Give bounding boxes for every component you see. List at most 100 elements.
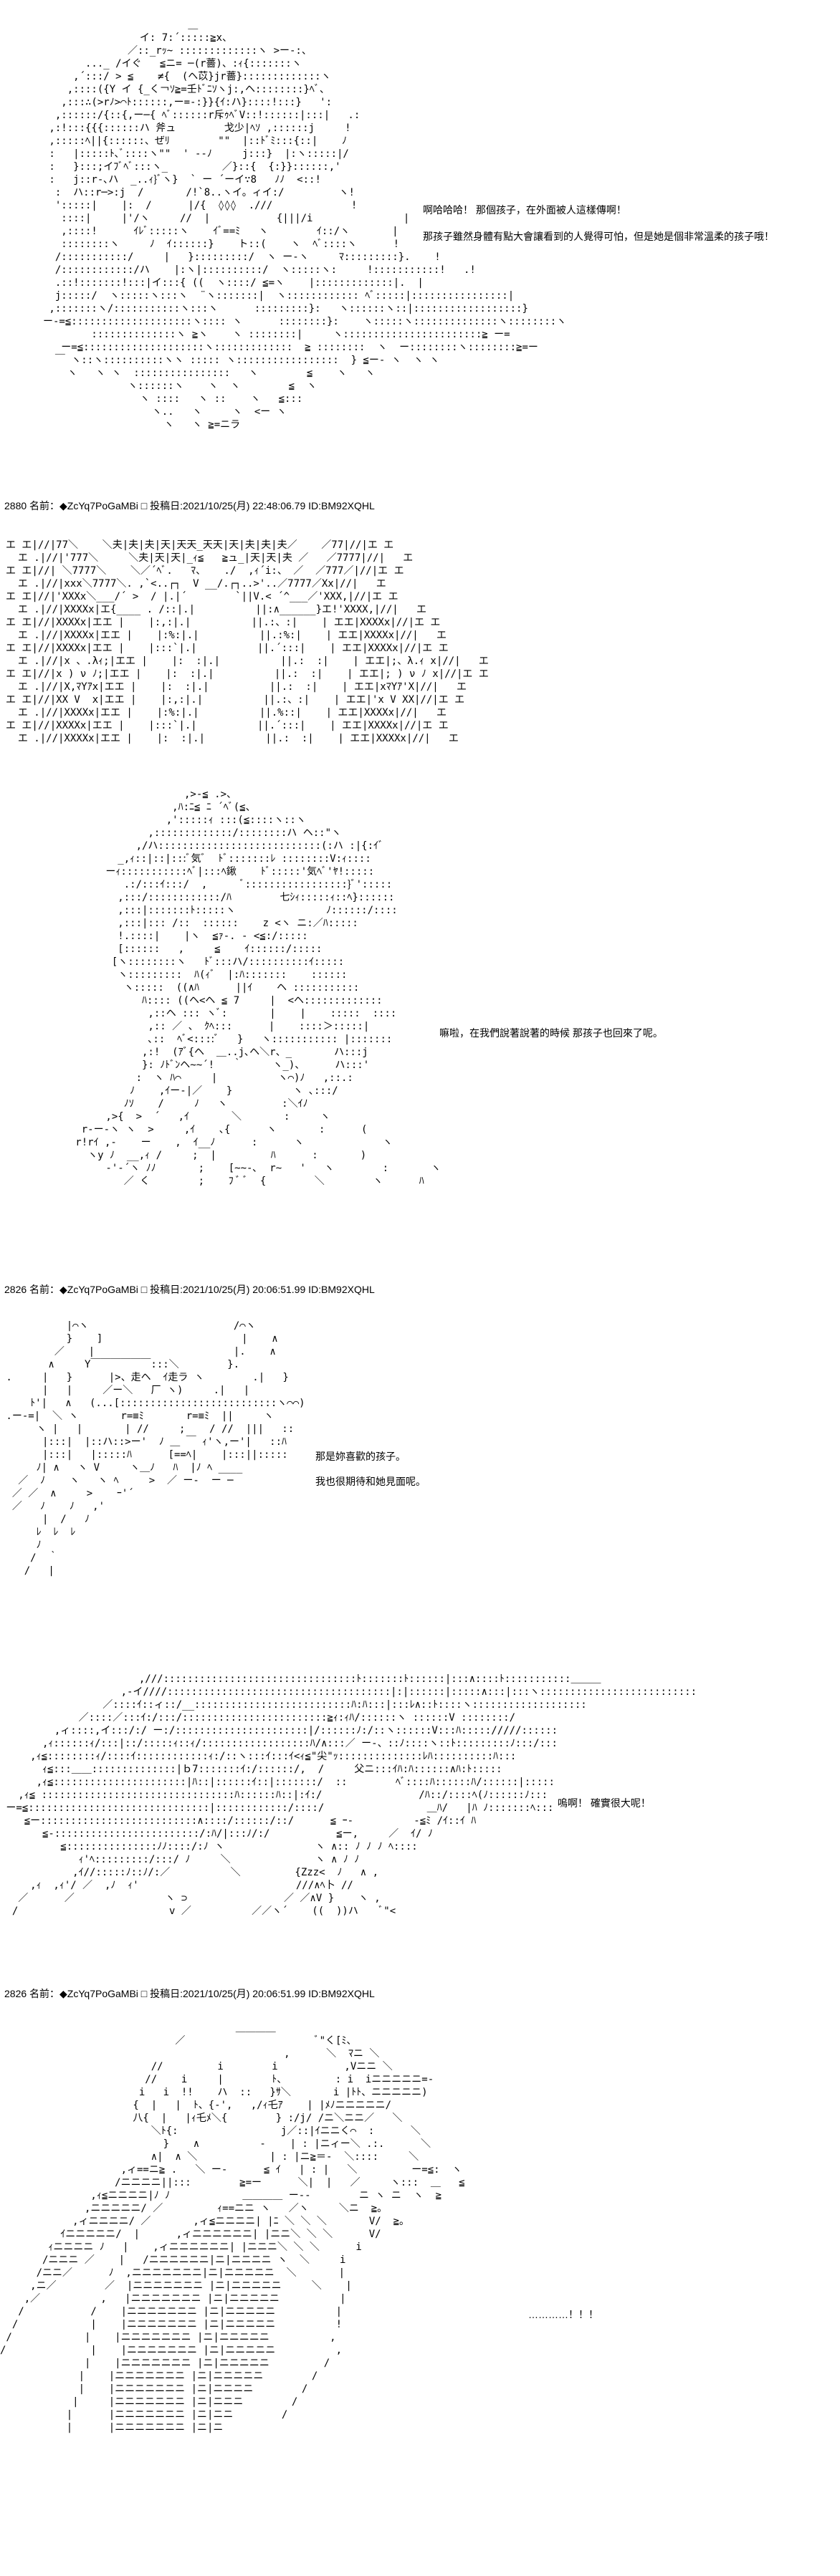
art-line: ヽ :::: ヽ :: ヽ ≦::: — [43, 393, 303, 405]
art-line: /ニニニ ／ | /ニニニニニニ|ニ|ニニニニ ヽ ＼ i — [0, 2254, 346, 2266]
ascii-art-large-character: ＿＿＿＿ ／ ﾞ"く[ﾐ、 , ＼ ﾏニ ＼ // i i ,Vニニ ＼ — [0, 2022, 465, 2434]
art-line: ,:::∴(>rﾉ>⌒ﾄ::::::,ー=-:}}{ｲ:ハ}::::!:::} … — [43, 97, 333, 108]
art-line: : ハ::r─>:j / /!`8..ヽイ。ィイ:/ ヽ! — [43, 187, 355, 198]
art-line: ,ニ／ ／ |ニニニニニニニ |ニ|ニニニニニ ＼ | — [0, 2280, 352, 2292]
art-line: i i !! ハ :: }ｻ＼ i |ﾄﾄ、ニニニニニ) — [0, 2087, 428, 2098]
art-line: | |ニニニニニニニ |ニ|ニニニ / — [0, 2396, 298, 2408]
art-line: : j::r-､ハ _..ｨ}ﾞヽ} ` ー ´ーイ∵8 ﾉﾉ <::! — [43, 174, 321, 186]
dialogue-line: 那是妳喜歡的孩子。 — [315, 1451, 406, 1462]
art-line: ＿ — [43, 19, 199, 31]
art-line: ／::::ｲ::ィ::/__::::::::::::::::::::::::::… — [0, 1699, 587, 1711]
art-line: 八{ | |ｨ乇ﾒ＼{ } :/j/ /ニ＼ニニ／ ＼ — [0, 2113, 403, 2124]
art-line: ￣ ヽ::ヽ::::::::::ヽヽ ::::: ヽ::::::::::::::… — [43, 355, 440, 366]
art-line: ｲニニニニニ/ | ,ィニニニニニニ| |ニニ＼ ＼ ＼ V/ — [0, 2229, 381, 2240]
dialogue-line: 啊哈哈哈！ 那個孩子，在外面被人這樣傳啊！ — [423, 204, 626, 216]
art-line: ー=≦::::::::::::::::::::::::::::::|::::::… — [0, 1802, 554, 1814]
art-line: ,::::! ｲﾚﾞ:::::ヽ ｲﾞ==ﾐ ヽ ｲ::/ヽ | — [43, 226, 398, 237]
ascii-art-character-laughing: ＿ イ: 7:´:::::≧x、 ／::_rｯ~ :::::::::::::ヽ … — [43, 19, 566, 431]
art-line: エ .|//|'777＼ ＼夫|天|天|_ｨ≦ ≧ュ_|天|天|夫 ／ ／777… — [6, 552, 414, 564]
art-line: .:/:::ｲ:::/ , ﾞ:::::::::::::::::}ﾞ'::::: — [57, 879, 393, 890]
art-line: エ エ|//|XXXXx|エエ | |:,:|.| ||.:、:| | エエ|X… — [6, 617, 441, 628]
art-line: [ヽ::::::::ヽ ﾄﾞ:::ハ/::::::::::ｲ::::: — [57, 956, 345, 968]
art-line: ≦-::::::::::::::::::::::::/:ﾊ/|:::ﾉ/:/ ≦… — [0, 1828, 433, 1840]
dialogue-line: 那孩子雖然身體有點大會讓看到的人覺得可怕，但是她是個非常溫柔的孩子哦！ — [423, 231, 774, 242]
art-line: ヽ::::::::: ﾊ(ｨﾞ |:ﾊ::::::: :::::: — [57, 969, 348, 981]
art-line: エ エ|//|XX V x|エエ | |:,:|.| ||.:、:| | エエ|… — [6, 694, 465, 706]
art-line: ∧ Y￣￣￣￣￣￣:::＼ }. — [0, 1359, 240, 1370]
post-header: 2826 名前：◆ZcYq7PoGaMBi □ 投稿日:2021/10/25(月… — [4, 1988, 375, 1999]
art-line: ＼ﾄ{: j／::|ｲニニく⌒ : ＼ — [0, 2125, 421, 2137]
art-line: / | |ニニニニニニニ |ニ|ニニニニニ ! — [0, 2319, 343, 2330]
art-line: ,ｲ//:::::ﾉ::ﾉ/:／ ＼ {Zzz< ﾉ ∧ , — [0, 1867, 379, 1878]
art-line: イ: 7:´:::::≧x、 — [43, 32, 233, 44]
art-line: ,:::/::::::::::::/ﾊ 七ｼｨ:::::ｨ::ﾍ}:::::: — [57, 892, 395, 903]
art-line: ｨニニニニ ﾉ | ,ィニニニニニニ| |ニニニ＼ ＼ ＼ i — [0, 2241, 362, 2253]
art-line: /ニニ／ ﾉ ,ニニニニニニニ|ニ|ニニニニニ ＼ | — [0, 2267, 345, 2279]
art-line: ,:::|::: /:: :::::: z <ヽ ニ:／ﾊ::::: — [57, 918, 358, 929]
art-line: } ∧ - | : |ニィー＼ .:. ＼ — [0, 2138, 431, 2150]
art-line: , ＼ ﾏニ ＼ — [0, 2048, 380, 2060]
art-line: ﾉ — [0, 1539, 42, 1551]
art-line: ー-=≦::::::::::::::::::::ヽ:::: ヽ ::::::::… — [43, 316, 567, 327]
art-line: | |ニニニニニニニ |ニ|ニ — [0, 2422, 224, 2433]
art-line: ーｨ:::::::::::ﾍﾞ|:::ﾍ鍬 ﾄﾞ:::::'気ﾍﾞ'ﾔ!::::… — [57, 866, 375, 878]
art-line: / ｀ — [0, 1552, 59, 1564]
art-line: ,:! (ｱﾞ{ヘ ＿..j､ヘ＼r、_ ハ:::j — [57, 1047, 368, 1058]
art-line: ヽy ﾉ __,ｨ / ; | ﾊ : ) — [57, 1150, 367, 1161]
dialogue-line: …………！！！ — [528, 2309, 598, 2320]
art-line: ／::::／:::ｲ:/:::/::::::::::::::::::::::::… — [0, 1712, 516, 1724]
art-line: ,:::::::::::::/::::::::ハ ヘ::"ヽ — [57, 827, 342, 839]
art-line: | | ／ー＼ 厂 ヽ) .| | — [0, 1385, 250, 1396]
art-line: ／ く ; ﾌ ﾞ ﾞ { ＼ ヽ ﾊ — [57, 1176, 424, 1187]
art-line: ,>‐≦ .>、 — [57, 789, 237, 800]
art-line: エ エ|//|77＼ ＼夫|夫|夫|天|天天_天天|天|夫|夫|夫／ ／77|/… — [6, 539, 394, 551]
art-line: ﾉ| ∧ ヽ V ヽ＿ﾉ ﾊ |ﾉ ﾍ ____ — [0, 1462, 243, 1474]
art-line: ｨ'ﾍ:::::::::/:::/ ﾉ ＼ ヽ ∧ ﾉ ﾉ — [0, 1854, 360, 1865]
art-line: |:::| |::ハ::>ー' ﾉ ＿ ￣ ｨ'ヽ,ー'| ::ﾊ — [0, 1436, 287, 1448]
art-line: ,:!:::{{{::::::ハ 斧ュ 戈少|ﾍｿ ,::::::j ! — [43, 122, 351, 134]
art-line: エ エ|//| ＼7777＼ ＼／´ﾍﾞ. ﾏ、 ./ ,ｨ´i:、 ／ ／77… — [6, 565, 404, 577]
art-line: ,／ , |ニニニニニニニ |ニ|ニニニニニ | — [0, 2293, 346, 2305]
art-line: -'-´ヽ ﾉﾉ ; [~~-､ r~ ' ヽ : ヽ — [57, 1163, 442, 1174]
art-line: ー=≦::::::::::::::::::::ヽ::::::::::::: ≧ … — [43, 342, 538, 353]
art-line: | |ニニニニニニニ |ニ|ニニニニニ / — [0, 2370, 318, 2382]
art-line: |⌒ヽ /⌒ヽ — [0, 1320, 256, 1332]
art-line: ,ｨ::::::ｨ/:::|::/:::::ｨ::ｨ/:::::::::::::… — [0, 1738, 558, 1749]
art-line: r-ー-ヽ ヽ > ,ｲ ､{ ヽ : ( — [57, 1124, 368, 1135]
art-line: [:::::: , ≦ ｲ::::::/::::: — [57, 943, 323, 955]
art-line: ,/ハ:::::::::::::::::::::::::::(:ハ :|{:ｲﾞ — [57, 840, 384, 852]
art-line: ∧| ∧ ＼ | : |ニ≧＝- ＼:::: ＼ — [0, 2151, 419, 2163]
art-line: ,>{ > ´ ,ｲ ＼ : ヽ — [57, 1111, 330, 1123]
art-line: j:::::/ ヽ:::::ヽ:::ヽ ¨ヽ:::::::| ヽ::::::::… — [43, 290, 515, 302]
art-line: エ .|//|x 、.λｨ;|エエ | |: :|.| ||.: :| | エエ… — [6, 655, 489, 667]
dialogue-line: 我也很期待和她見面呢。 — [315, 1476, 426, 1487]
art-line: /::::::::::::/ハ |:ヽ|::::::::::/ ヽ:::::ヽ:… — [43, 264, 476, 276]
art-line: ,ィニニニニ/ ／ ,ィ≦ニニニニ| |ﾆ ＼ ＼ ＼ V/ ≧。 — [0, 2216, 410, 2227]
art-line: ／ ／ ∧ > ｰ'´ — [0, 1488, 134, 1499]
ascii-art-character-gesturing: |⌒ヽ /⌒ヽ } ] | ∧ ／ | |. ∧ ∧ Y￣￣￣￣￣￣:::＼ }… — [0, 1320, 305, 1577]
art-line: ≦:::::::::::::::ﾉﾉ::::/:ﾉ ヽ ヽ ∧:: ﾉ ﾉ ﾉ … — [0, 1841, 418, 1852]
art-line: !.::::| |ヽ ≦ｧ‐. ‐ <≦:/::::: — [57, 931, 308, 942]
art-line: / | |ニニニニニニニ |ニ|ニニニニニ , — [0, 2345, 343, 2356]
art-line: ':::::| |: / |/{ ◊◊◊ ./// ! — [43, 200, 358, 211]
art-line: エ .|//|xxx＼7777＼. ,`<..┌┐ V __/.┌┐..>'..… — [6, 578, 386, 590]
art-line: | / ﾉ — [0, 1514, 90, 1525]
art-line: ヽ::::::ヽ ヽ ヽ ≦ ヽ — [43, 380, 317, 392]
art-line: . | } |>、走ヘ ｲ走ラ ヽ .| } — [0, 1372, 289, 1383]
art-line: ,::::({Y イ {_く￢ｿ≧=壬ﾄﾞﾆｿヽj:,ヘ::::::::}ﾍﾞ、 — [43, 84, 330, 95]
art-line: ／ | |. ∧ — [0, 1346, 276, 1357]
art-line: /ニニニニ||::: ≧=ー ＼| | ／ ヽ::: ＿ ≦ — [0, 2177, 465, 2188]
art-line: |:::| |:::::ﾊ [==ﾍ| |:::||::::: — [0, 1449, 288, 1461]
art-line: エ .|//|XXXXx|エエ | |:%:|.| ||.:%:| | エエ|X… — [6, 630, 447, 641]
art-line: : ヽ ﾊ⌒ | ヽ⌒)ﾉ ,::.: — [57, 1072, 353, 1084]
art-line: ﾊ:::: ((ヘ<ヘ ≦ 7 | <ヘ::::::::::::: — [57, 995, 383, 1006]
art-line: ,:: ／ 、 ｸﾍ::: | ::::＞:::::| — [57, 1021, 370, 1032]
art-line: ,´:::/ > ≦ ≠{ (ヘ苡}jr薔}:::::::::::::ヽ — [43, 71, 331, 82]
art-line: ﾚ ﾚ ﾚ — [0, 1527, 76, 1538]
ascii-art-character-surprised: ,///::::::::::::::::::::::::::::::::ﾄ:::… — [0, 1673, 697, 1918]
art-line: / | |ニニニニニニニ |ニ|ニニニニニ , — [0, 2332, 336, 2343]
ascii-art-character-talking: ,>‐≦ .>、 ,ﾊ:ﾆ≦ ﾆ ´ﾍﾞ(≦、 ,':::::ｨ :::(≦::… — [57, 788, 441, 1188]
art-line: ,ｨ≦ ::::::::::::::::::::::::::::::::ﾊ:::… — [0, 1789, 548, 1801]
art-line: ヽ.. ヽ ヽ <ー ヽ — [43, 406, 287, 418]
art-line: ﾉｿ / ﾉ ヽ :＼ｲﾉ — [57, 1098, 308, 1110]
